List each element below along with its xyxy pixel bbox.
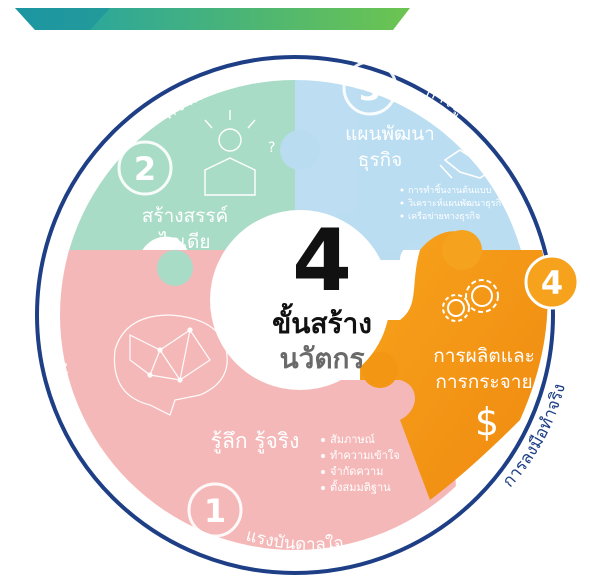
step-4-badge — [524, 254, 580, 310]
svg-text:?: ? — [268, 140, 275, 156]
handshake-icon — [439, 149, 506, 179]
center-circle — [210, 210, 390, 390]
step-3-title-line1: แผนพัฒนา — [345, 123, 435, 145]
step-3-bullet-3: เครือข่ายทางธุรกิจ — [408, 211, 480, 222]
step-2-badge — [117, 140, 173, 196]
step-1-bullet-4: ตั้งสมมติฐาน — [330, 479, 391, 494]
center-line1: ขั้นสร้าง — [272, 302, 372, 340]
step-1-number: 1 — [204, 492, 226, 530]
step-1-badge — [187, 482, 243, 538]
step-4-title-line2: การกระจาย — [435, 371, 532, 393]
step-3-number: 3 — [359, 70, 381, 108]
center-number: 4 — [292, 211, 352, 311]
step-2-title-line1: สร้างสรรค์ — [142, 205, 228, 227]
top-banner — [15, 8, 410, 30]
idea-box-icon: ? — [204, 110, 275, 196]
gears-dollar-icon: $ — [442, 279, 499, 444]
step-3-title-line2: ธุรกิจ — [358, 149, 402, 172]
step-3-badge — [342, 60, 398, 116]
step-3-bullet-2: วิเคราะห์แผนพัฒนาธุรกิจ — [408, 197, 506, 209]
step-1-bullet-1: สัมภาษณ์ — [330, 433, 375, 446]
svg-text:$: $ — [475, 400, 499, 444]
step-3-bullet-1: การทำชิ้นงานต้นแบบ — [408, 183, 492, 196]
knob-orange-left — [362, 352, 398, 388]
step-2-title-line2: ไอเดีย — [158, 231, 211, 253]
knob-green-bottom — [157, 250, 193, 286]
step-1-bullet-2: ทำความเข้าใจ — [330, 449, 400, 462]
step-1-bullet-3: จำกัดความ — [330, 465, 383, 478]
step-4-title-line1: การผลิตและ — [433, 345, 535, 367]
step-1-title: รู้ลึก รู้จริง — [211, 429, 300, 454]
center-line2: นวัตกร — [279, 342, 364, 375]
quadrant-4-piece — [360, 231, 548, 500]
knob-blue-left — [280, 130, 320, 170]
top-banner-shade — [15, 8, 110, 30]
step-2-number: 2 — [134, 150, 156, 188]
knob-orange-top — [442, 230, 482, 270]
brain-network-icon — [113, 314, 228, 416]
step-4-number: 4 — [541, 264, 563, 302]
